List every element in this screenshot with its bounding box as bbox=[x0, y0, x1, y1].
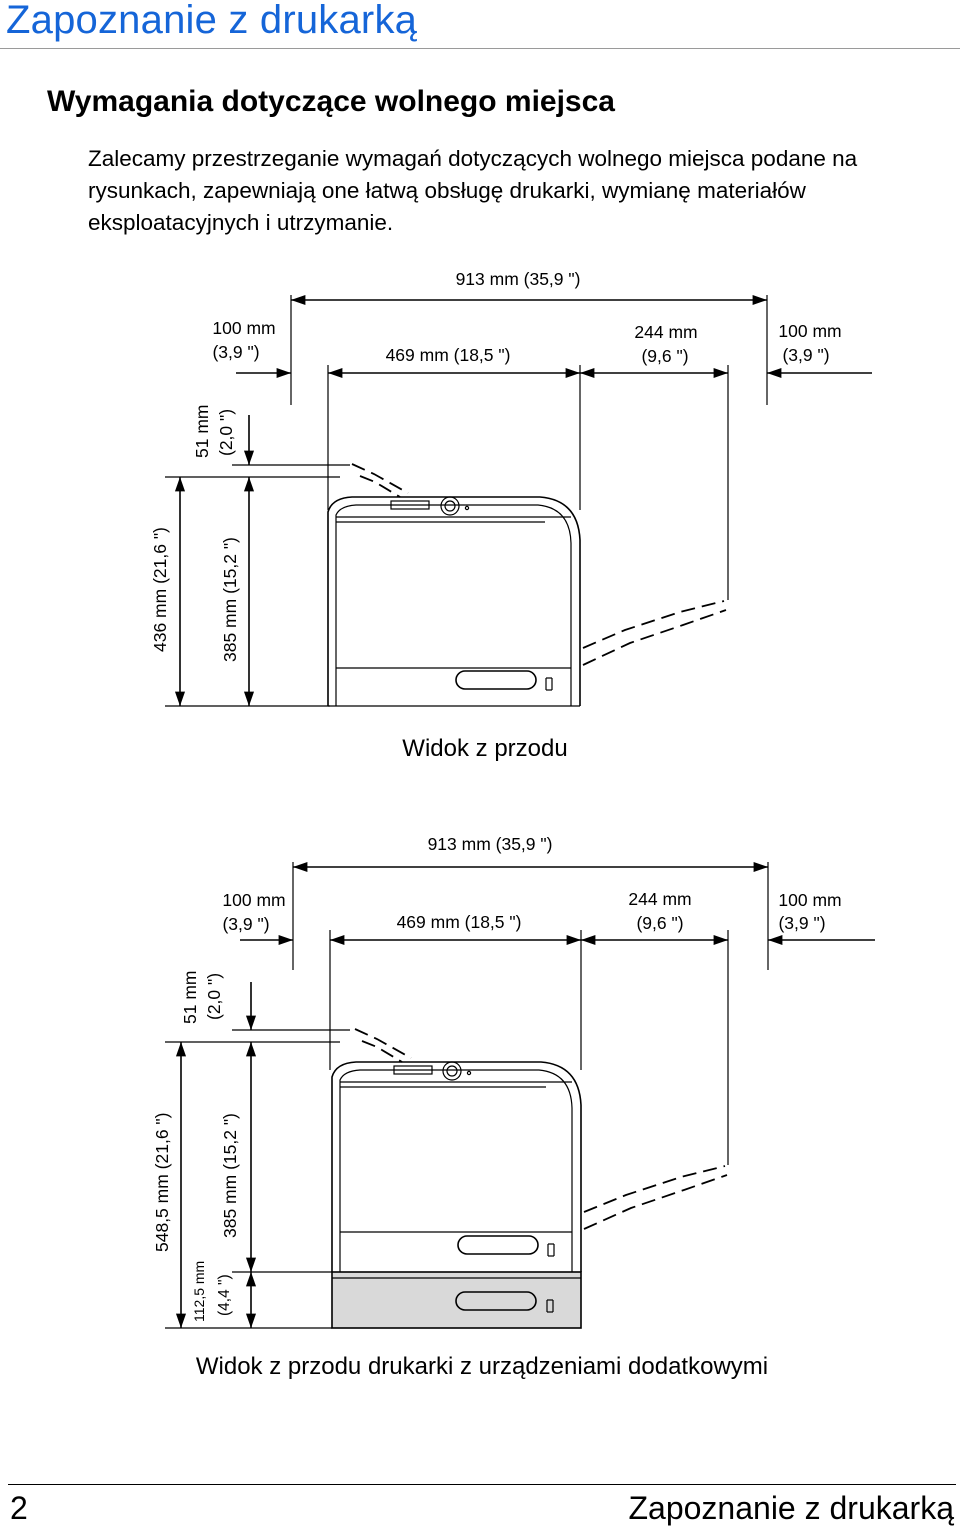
right-clearance-mm-label: 100 mm bbox=[778, 890, 841, 910]
section-title: Wymagania dotyczące wolnego miejsca bbox=[47, 85, 615, 118]
chapter-divider bbox=[0, 48, 960, 49]
total-height-label: 436 mm (21,6 ") bbox=[150, 527, 170, 652]
printer-with-option-illustration bbox=[331, 1061, 582, 1329]
top-clearance-in-label: (2,0 ") bbox=[216, 409, 236, 456]
footer-title: Zapoznanie z drukarką bbox=[628, 1490, 954, 1526]
printer-front-illustration bbox=[327, 496, 581, 707]
right-clearance-in-label: (3,9 ") bbox=[782, 345, 829, 365]
open-cover-outlines bbox=[354, 1028, 728, 1230]
left-clearance-in-label: (3,9 ") bbox=[222, 914, 269, 934]
tray-depth-in-label: (9,6 ") bbox=[641, 346, 688, 366]
right-clearance-in-label: (3,9 ") bbox=[778, 913, 825, 933]
open-cover-outlines bbox=[351, 463, 727, 666]
vertical-dimensions bbox=[165, 982, 350, 1329]
total-width-label: 913 mm (35,9 ") bbox=[456, 269, 581, 289]
printer-width-label: 469 mm (18,5 ") bbox=[386, 345, 511, 365]
page-number: 2 bbox=[10, 1490, 28, 1526]
total-width-dimension bbox=[292, 861, 769, 970]
top-clearance-mm-label: 51 mm bbox=[180, 971, 200, 1024]
top-clearance-mm-label: 51 mm bbox=[192, 405, 212, 458]
printer-height-label: 385 mm (15,2 ") bbox=[220, 1113, 240, 1238]
tray-depth-mm-label: 244 mm bbox=[628, 889, 691, 909]
option-height-mm-label: 112,5 mm bbox=[191, 1261, 207, 1322]
chapter-title: Zapoznanie z drukarką bbox=[6, 0, 418, 42]
footer-divider bbox=[8, 1484, 956, 1485]
left-clearance-mm-label: 100 mm bbox=[222, 890, 285, 910]
total-width-dimension bbox=[290, 294, 768, 405]
front-view-caption: Widok z przodu bbox=[402, 735, 567, 762]
front-view-diagram: 913 mm (35,9 ") 100 mm (3,9 ") 469 mm (1… bbox=[150, 269, 872, 762]
tray-depth-mm-label: 244 mm bbox=[634, 322, 697, 342]
intro-paragraph: Zalecamy przestrzeganie wymagań dotycząc… bbox=[88, 146, 858, 235]
front-view-with-options-caption: Widok z przodu drukarki z urządzeniami d… bbox=[196, 1353, 768, 1380]
option-height-in-label: (4,4 ") bbox=[216, 1274, 233, 1316]
left-clearance-in-label: (3,9 ") bbox=[212, 342, 259, 362]
printer-height-label: 385 mm (15,2 ") bbox=[220, 537, 240, 662]
left-clearance-mm-label: 100 mm bbox=[212, 318, 275, 338]
vertical-dimensions bbox=[165, 415, 350, 707]
total-height-label: 548,5 mm (21,6 ") bbox=[152, 1113, 172, 1252]
tray-depth-in-label: (9,6 ") bbox=[636, 913, 683, 933]
printer-width-label: 469 mm (18,5 ") bbox=[397, 912, 522, 932]
segment-dimensions bbox=[240, 930, 875, 1165]
total-width-label: 913 mm (35,9 ") bbox=[428, 834, 553, 854]
segment-dimensions bbox=[236, 365, 872, 600]
top-clearance-in-label: (2,0 ") bbox=[204, 973, 224, 1020]
right-clearance-mm-label: 100 mm bbox=[778, 321, 841, 341]
front-view-with-options-diagram: 913 mm (35,9 ") 100 mm (3,9 ") 469 mm (1… bbox=[152, 834, 875, 1380]
